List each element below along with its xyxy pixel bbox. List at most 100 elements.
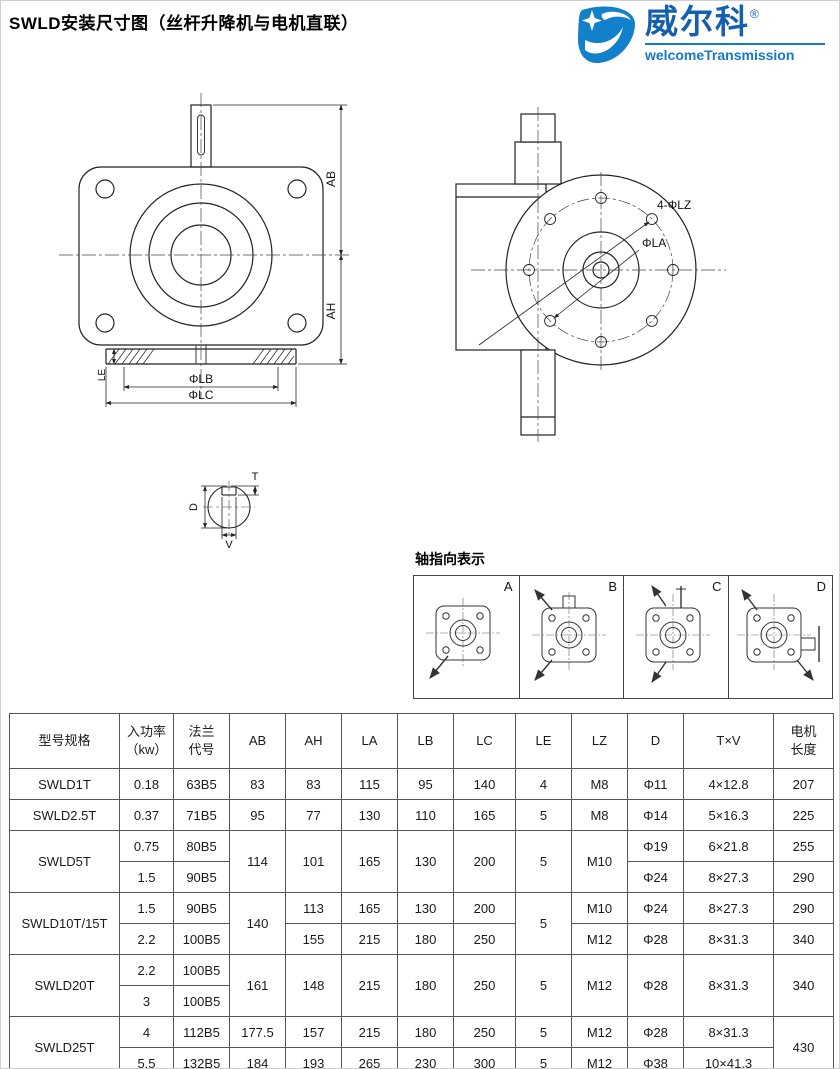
axis-variant-label-c: C: [712, 579, 722, 594]
table-cell: 80B5: [173, 830, 230, 862]
table-cell: 225: [773, 799, 834, 831]
table-cell: 112B5: [173, 1016, 230, 1048]
table-cell: 3: [119, 985, 174, 1017]
axis-diagram-c: [636, 585, 710, 683]
table-cell: 10×41.3: [683, 1047, 774, 1068]
dim-label-lc: ΦLC: [189, 388, 214, 402]
table-cell: 8×31.3: [683, 1016, 774, 1048]
axis-variant-box: A B: [413, 575, 833, 699]
table-cell: SWLD20T: [9, 954, 120, 1017]
table-cell: 115: [341, 768, 398, 800]
table-cell: M8: [571, 799, 628, 831]
flange-view-leaders: [478, 221, 650, 346]
table-cell: 5: [515, 892, 572, 955]
column-header: 入功率（kw）: [119, 713, 174, 769]
table-cell: 155: [285, 923, 342, 955]
column-header: T×V: [683, 713, 774, 769]
column-header: LZ: [571, 713, 628, 769]
table-cell: M8: [571, 768, 628, 800]
table-cell: 8×27.3: [683, 892, 774, 924]
table-cell: 165: [341, 892, 398, 924]
table-cell: SWLD1T: [9, 768, 120, 800]
table-cell: 130: [397, 830, 454, 893]
brand-subtitle: welcomeTransmission: [645, 46, 795, 63]
table-cell: M12: [571, 954, 628, 1017]
table-cell: 6×21.8: [683, 830, 774, 862]
axis-variant-label-d: D: [816, 579, 826, 594]
table-cell: 5.5: [119, 1047, 174, 1068]
table-cell: 161: [229, 954, 286, 1017]
column-header: 电机长度: [773, 713, 834, 769]
table-cell: 5: [515, 830, 572, 893]
registered-mark: ®: [750, 7, 759, 21]
dim-label-ab: AB: [324, 171, 338, 187]
table-cell: 95: [229, 799, 286, 831]
table-cell: 83: [229, 768, 286, 800]
table-cell: 250: [453, 1016, 516, 1048]
axis-variant-a: A: [414, 576, 519, 698]
table-cell: 177.5: [229, 1016, 286, 1048]
table-cell: 1.5: [119, 892, 174, 924]
table-cell: 230: [397, 1047, 454, 1068]
table-cell: Φ38: [627, 1047, 684, 1068]
table-cell: 0.75: [119, 830, 174, 862]
axis-variant-d: D: [727, 576, 833, 698]
dim-label-v: V: [225, 539, 233, 549]
table-cell: 90B5: [173, 892, 230, 924]
axis-diagram-d: [736, 589, 820, 681]
axis-direction-panel: 轴指向表示 A: [413, 549, 833, 699]
dim-label-lz: 4-ΦLZ: [657, 198, 691, 212]
table-cell: 110: [397, 799, 454, 831]
dim-label-d: D: [188, 503, 200, 511]
table-cell: 140: [229, 892, 286, 955]
table-cell: 71B5: [173, 799, 230, 831]
page-title: SWLD安装尺寸图（丝杆升降机与电机直联）: [9, 14, 359, 33]
table-cell: 77: [285, 799, 342, 831]
axis-variant-label-b: B: [608, 579, 617, 594]
table-cell: 8×31.3: [683, 923, 774, 955]
table-cell: SWLD10T/15T: [9, 892, 120, 955]
front-view-centerlines: [59, 93, 349, 399]
table-cell: 340: [773, 923, 834, 955]
table-cell: 1.5: [119, 861, 174, 893]
table-cell: 0.37: [119, 799, 174, 831]
axis-panel-title: 轴指向表示: [415, 551, 485, 567]
table-cell: 148: [285, 954, 342, 1017]
shaft-detail-labels: D T V: [188, 471, 259, 549]
column-header: LE: [515, 713, 572, 769]
table-cell: Φ28: [627, 1016, 684, 1048]
table-cell: 95: [397, 768, 454, 800]
table-cell: 340: [773, 954, 834, 1017]
brand-logo: 威尔科 ® welcomeTransmission: [575, 4, 825, 70]
table-cell: M12: [571, 1016, 628, 1048]
axis-variant-c: C: [623, 576, 728, 698]
table-cell: 184: [229, 1047, 286, 1068]
table-cell: 2.2: [119, 954, 174, 986]
table-cell: 255: [773, 830, 834, 862]
table-cell: 215: [341, 923, 398, 955]
axis-diagram-a: [426, 598, 500, 679]
table-cell: 207: [773, 768, 834, 800]
table-cell: 4: [515, 768, 572, 800]
flange-view-centerlines: [471, 107, 726, 442]
table-cell: 5: [515, 1016, 572, 1048]
table-cell: 5: [515, 954, 572, 1017]
table-cell: 215: [341, 954, 398, 1017]
dim-label-t: T: [252, 471, 259, 483]
table-cell: Φ28: [627, 923, 684, 955]
table-cell: 165: [341, 830, 398, 893]
table-cell: 180: [397, 1016, 454, 1048]
table-cell: 180: [397, 954, 454, 1017]
table-cell: 114: [229, 830, 286, 893]
table-cell: 430: [773, 1016, 834, 1068]
table-cell: 130: [397, 892, 454, 924]
dim-label-le: LE: [97, 369, 108, 382]
table-cell: 0.18: [119, 768, 174, 800]
column-header: 型号规格: [9, 713, 120, 769]
table-cell: 63B5: [173, 768, 230, 800]
